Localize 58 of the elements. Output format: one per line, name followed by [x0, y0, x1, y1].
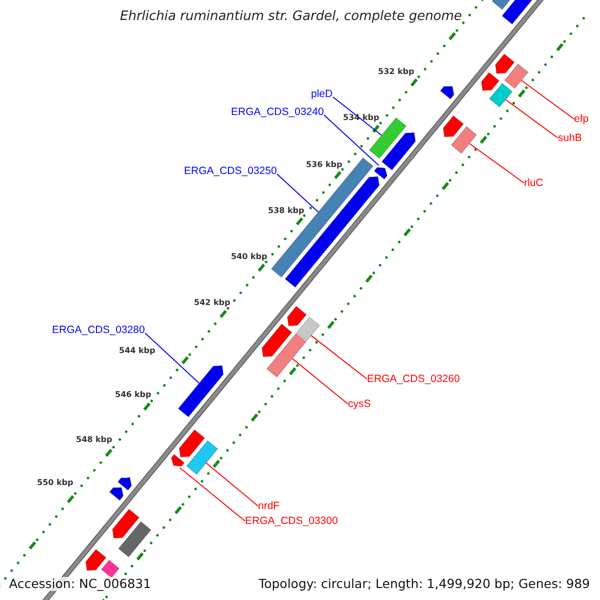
gene-label: pleD — [311, 88, 333, 100]
gene-segment — [374, 167, 388, 180]
leader-line — [144, 332, 200, 384]
gene-segment — [440, 86, 454, 100]
gene-label: ERGA_CDS_03240 — [231, 106, 324, 118]
gene-segment — [85, 548, 106, 571]
tick-label: 532 kbp — [378, 67, 414, 76]
gene-label: nrdF — [258, 500, 280, 512]
gene-block — [489, 82, 513, 108]
gene-segment — [442, 115, 464, 138]
gene-segment — [178, 365, 224, 418]
gene-segment — [287, 306, 307, 326]
gene-label: ERGA_CDS_03260 — [367, 373, 460, 385]
gene-label: ERGA_CDS_03250 — [184, 165, 277, 177]
gene-label: efp — [574, 113, 589, 125]
gene-block — [266, 332, 307, 378]
genome-info: Topology: circular; Length: 1,499,920 bp; Genes: 989 — [258, 577, 590, 591]
tick-label: 548 kbp — [76, 435, 112, 444]
gene-segment — [284, 176, 380, 288]
tick-label: 534 kbp — [343, 113, 380, 122]
gene-block — [504, 64, 529, 89]
tick-label: 544 kbp — [119, 346, 156, 355]
tick-label: 542 kbp — [194, 298, 230, 307]
map-title: Ehrlichia ruminantium str. Gardel, complete genome — [120, 9, 462, 24]
tick-label: 550 kbp — [37, 478, 74, 487]
gene-block — [186, 440, 218, 475]
gene-segment — [117, 477, 132, 491]
leader-line — [276, 174, 319, 213]
gene-label: suhB — [558, 132, 582, 144]
gene-segment — [171, 454, 185, 467]
gene-segment — [495, 54, 515, 74]
leader-line — [520, 80, 574, 120]
gene-block — [118, 521, 152, 558]
gene-segment — [112, 508, 140, 538]
leader-line — [505, 99, 558, 138]
leader-line — [292, 358, 348, 404]
gene-label: cysS — [348, 398, 371, 410]
leader-line — [324, 114, 380, 166]
tick-label: 536 kbp — [306, 160, 342, 169]
tick-label: 540 kbp — [231, 252, 268, 261]
leader-line — [179, 467, 246, 522]
gene-label: ERGA_CDS_03280 — [52, 324, 145, 336]
leader-line — [468, 143, 524, 184]
leader-line — [332, 96, 382, 136]
leader-line — [205, 462, 258, 506]
gene-block — [450, 126, 477, 154]
gene-block — [296, 316, 320, 342]
leader-line — [310, 334, 368, 380]
gene-segment — [262, 324, 292, 358]
tick-label: 538 kbp — [268, 206, 304, 215]
gene-label: ERGA_CDS_03300 — [245, 515, 338, 527]
accession-text: Accession: NC_006831 — [9, 577, 152, 591]
gene-segment — [381, 132, 416, 170]
gene-label: rluC — [524, 177, 544, 189]
gene-segment — [178, 429, 205, 458]
gene-segment — [109, 487, 124, 501]
gene-segment — [481, 72, 500, 91]
tick-label: 546 kbp — [115, 390, 152, 399]
